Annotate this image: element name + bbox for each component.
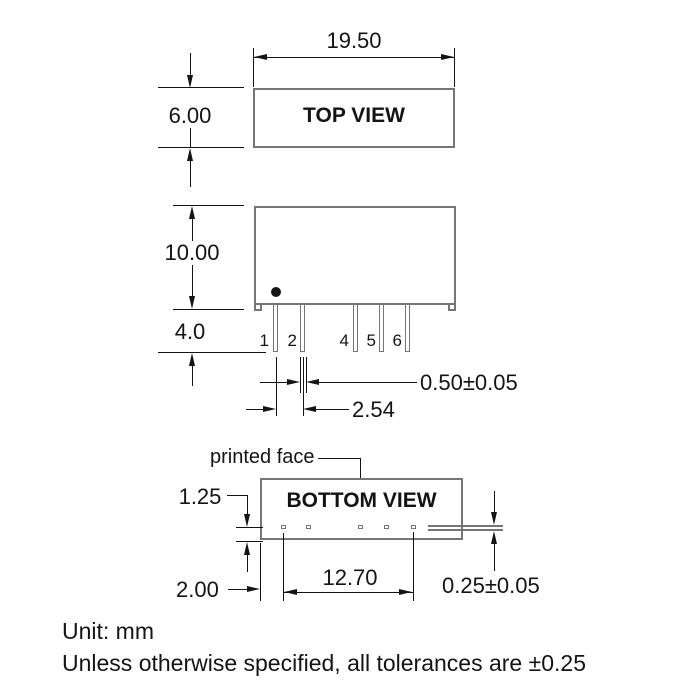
dimension-line — [246, 409, 263, 410]
dimension-line — [190, 53, 191, 76]
extension-line — [236, 541, 263, 542]
pad-6 — [411, 525, 416, 529]
pin-strip-edge — [428, 529, 503, 531]
pin-length-dim: 4.0 — [174, 319, 206, 344]
top-view-body — [253, 88, 455, 148]
arrowhead-left-icon — [306, 378, 319, 385]
dimension-line — [192, 366, 193, 386]
top-view-width-dim: 19.50 — [326, 28, 382, 53]
arrowhead-right-icon — [441, 53, 454, 60]
front-view-height-dim: 10.00 — [152, 240, 232, 266]
arrowhead-left-icon — [303, 405, 316, 412]
pad-2 — [306, 525, 311, 529]
extension-line — [413, 532, 414, 601]
extension-line — [173, 205, 244, 206]
leader-line — [247, 495, 248, 514]
pin-4-number: 4 — [339, 331, 349, 350]
edge-to-pin-dim: 2.00 — [176, 577, 219, 602]
leader-line — [360, 458, 361, 478]
extension-line — [158, 352, 266, 353]
arrowhead-up-icon — [188, 353, 195, 366]
extension-line — [253, 48, 254, 87]
pin1-indicator-dot — [271, 287, 281, 297]
arrowhead-right-icon — [399, 588, 412, 595]
extension-line — [158, 147, 244, 148]
arrowhead-down-icon — [188, 296, 195, 309]
arrowhead-right-icon — [287, 378, 300, 385]
pin-1-number: 1 — [259, 331, 269, 350]
extension-line — [300, 357, 301, 393]
dimension-line — [284, 592, 413, 593]
unit-note: Unit: mm — [62, 618, 154, 644]
dimension-line — [494, 491, 495, 512]
dimension-line — [192, 263, 193, 296]
extension-line — [173, 309, 244, 310]
top-view-height-dim: 6.00 — [155, 103, 225, 129]
arrowhead-up-icon — [188, 206, 195, 219]
pin-thickness-dim: 0.25±0.05 — [442, 573, 540, 598]
pad-5 — [384, 525, 389, 529]
pin-5 — [379, 304, 384, 352]
pin-span-dim: 12.70 — [315, 565, 385, 591]
leader-line — [227, 495, 247, 496]
dimension-line — [190, 128, 191, 147]
arrowhead-right-icon — [263, 405, 276, 412]
extension-line — [158, 87, 244, 88]
pin-pitch-dim: 2.54 — [352, 397, 395, 422]
top-view-label: TOP VIEW — [303, 104, 405, 127]
extension-line — [260, 543, 261, 601]
pin-width-dim: 0.50±0.05 — [420, 370, 518, 395]
dimension-line — [190, 161, 191, 187]
bottom-view-label: BOTTOM VIEW — [286, 489, 437, 512]
arrowhead-down-icon — [243, 514, 250, 527]
tolerance-note: Unless otherwise specified, all toleranc… — [62, 650, 587, 676]
pin-5-number: 5 — [366, 331, 376, 350]
leader-line — [316, 409, 349, 410]
extension-line — [303, 357, 304, 416]
extension-line — [236, 527, 263, 528]
extension-line — [306, 357, 307, 393]
arrowhead-right-icon — [247, 585, 260, 592]
pin-row-offset-dim: 1.25 — [178, 484, 222, 509]
front-view-body — [254, 206, 456, 305]
dimension-line — [260, 382, 287, 383]
extension-line — [454, 48, 455, 87]
arrowhead-up-icon — [243, 542, 250, 555]
dimension-line — [254, 57, 454, 58]
front-view-right-foot — [448, 305, 456, 311]
dimension-line — [247, 555, 248, 572]
pad-4 — [358, 525, 363, 529]
pin-1 — [273, 304, 278, 352]
dimension-line — [192, 219, 193, 241]
pin-4 — [353, 304, 358, 352]
pin-6-number: 6 — [392, 331, 402, 350]
leader-line — [318, 458, 361, 459]
extension-line — [276, 357, 277, 416]
leader-line — [319, 382, 417, 383]
arrowhead-left-icon — [284, 588, 297, 595]
dimension-line — [228, 589, 247, 590]
pad-1 — [281, 525, 286, 529]
pin-strip-edge — [428, 525, 503, 527]
front-view-left-foot — [254, 305, 262, 311]
printed-face-label: printed face — [210, 446, 315, 468]
arrowhead-down-icon — [490, 512, 497, 525]
pin-2 — [300, 304, 305, 352]
arrowhead-up-icon — [490, 531, 497, 544]
arrowhead-down-icon — [186, 75, 193, 88]
arrowhead-up-icon — [186, 148, 193, 161]
dimension-line — [494, 544, 495, 571]
pin-6 — [405, 304, 410, 352]
pin-2-number: 2 — [287, 331, 297, 350]
arrowhead-left-icon — [254, 53, 267, 60]
extension-line — [283, 533, 284, 601]
